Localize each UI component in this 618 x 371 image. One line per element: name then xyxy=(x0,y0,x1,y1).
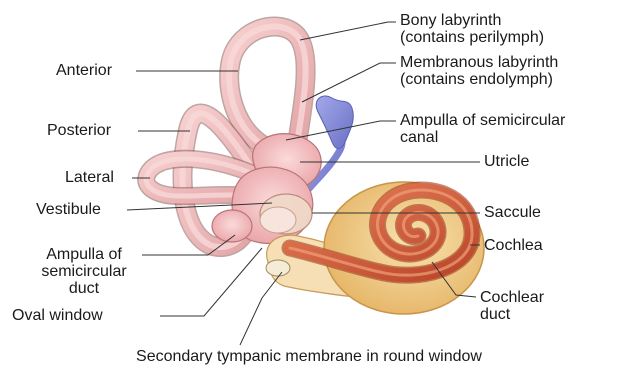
label-oval-window: Oval window xyxy=(12,307,103,324)
label-vestibule: Vestibule xyxy=(36,201,101,218)
label-cochlear-duct-line1: Cochlear xyxy=(480,289,544,306)
label-ampulla-duct-line3: duct xyxy=(26,280,142,297)
label-lateral: Lateral xyxy=(65,169,114,186)
label-bony-line1: Bony labyrinth xyxy=(400,12,544,29)
label-membranous-labyrinth: Membranous labyrinth (contains endolymph… xyxy=(400,54,558,88)
label-ampulla-of-semicircular-canal: Ampulla of semicircular canal xyxy=(400,112,565,146)
label-membranous-line1: Membranous labyrinth xyxy=(400,54,558,71)
endolymphatic-sac xyxy=(316,96,353,149)
label-cochlear-duct-line2: duct xyxy=(480,306,544,323)
label-cochlear-duct: Cochlear duct xyxy=(480,289,544,323)
label-ampulla-of-semicircular-duct: Ampulla of semicircular duct xyxy=(26,246,142,297)
label-saccule: Saccule xyxy=(484,204,541,221)
label-ampulla-canal-line1: Ampulla of semicircular xyxy=(400,112,565,129)
label-cochlea: Cochlea xyxy=(484,237,543,254)
label-bony-labyrinth: Bony labyrinth (contains perilymph) xyxy=(400,12,544,46)
label-anterior: Anterior xyxy=(56,62,112,79)
label-membranous-line2: (contains endolymph) xyxy=(400,71,558,88)
label-posterior: Posterior xyxy=(47,122,111,139)
label-ampulla-canal-line2: canal xyxy=(400,129,565,146)
label-ampulla-duct-line1: Ampulla of xyxy=(26,246,142,263)
label-bony-line2: (contains perilymph) xyxy=(400,29,544,46)
label-secondary-tympanic-membrane: Secondary tympanic membrane in round win… xyxy=(0,348,618,365)
label-ampulla-duct-line2: semicircular xyxy=(26,263,142,280)
label-utricle: Utricle xyxy=(484,153,529,170)
round-window xyxy=(266,260,290,276)
